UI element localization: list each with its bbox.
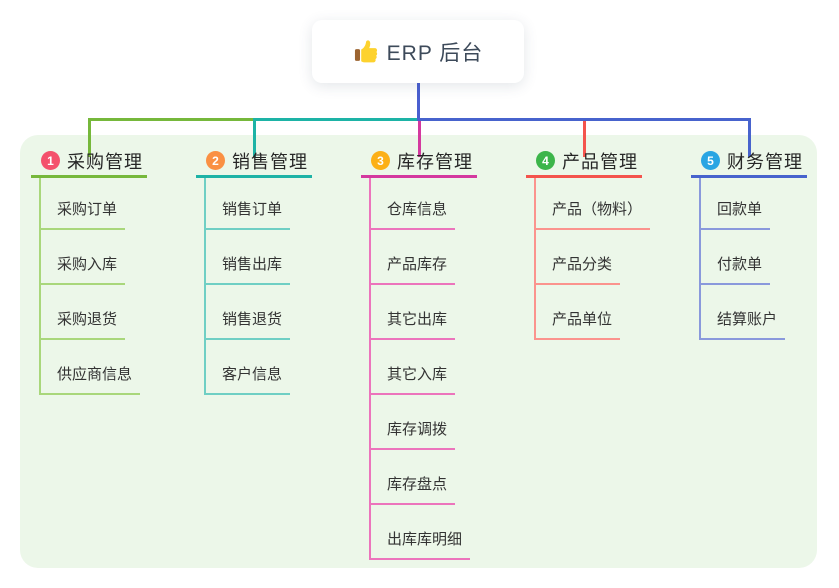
branch-underline (361, 175, 477, 178)
branch-label: 采购管理 (67, 151, 143, 172)
branch-node-5[interactable]: 5 财务管理 (691, 149, 807, 172)
root-node-label: ERP 后台 (386, 41, 484, 65)
branch-label: 产品管理 (562, 151, 638, 172)
branch-node-1[interactable]: 1 采购管理 (31, 149, 147, 172)
child-node[interactable]: 产品（物料） (536, 200, 651, 230)
child-node[interactable]: 采购订单 (41, 200, 126, 230)
branch-column-2: 2 销售管理销售订单销售出库销售退货客户信息 (196, 149, 312, 395)
branch-underline (196, 175, 312, 178)
branch-node-4[interactable]: 4 产品管理 (526, 149, 642, 172)
branch-number-badge: 5 (701, 151, 720, 170)
mindmap-root-node[interactable]: ERP 后台 (312, 20, 524, 83)
branch-label: 销售管理 (232, 151, 308, 172)
child-node[interactable]: 产品库存 (371, 255, 456, 285)
child-node[interactable]: 仓库信息 (371, 200, 456, 230)
branch-children-group: 仓库信息产品库存其它出库其它入库库存调拨库存盘点出库库明细 (369, 178, 477, 560)
connector-drop-4 (582, 121, 586, 157)
connector-horizontal-2 (252, 118, 420, 121)
mindmap-canvas-panel (20, 135, 817, 568)
branch-underline (526, 175, 642, 178)
branch-children-group: 产品（物料） 产品分类产品单位 (534, 178, 651, 340)
child-node[interactable]: 回款单 (701, 200, 771, 230)
child-node[interactable]: 客户信息 (206, 365, 291, 395)
child-node[interactable]: 付款单 (701, 255, 771, 285)
branch-column-1: 1 采购管理采购订单采购入库采购退货供应商信息 (31, 149, 147, 395)
branch-number-badge: 1 (41, 151, 60, 170)
child-node[interactable]: 销售出库 (206, 255, 291, 285)
connector-horizontal-5 (416, 118, 751, 121)
connector-drop-2 (252, 121, 256, 157)
child-node[interactable]: 供应商信息 (41, 365, 141, 395)
branch-children-group: 销售订单销售出库销售退货客户信息 (204, 178, 312, 395)
thumbs-up-icon (353, 39, 378, 64)
child-node[interactable]: 销售订单 (206, 200, 291, 230)
branch-node-3[interactable]: 3 库存管理 (361, 149, 477, 172)
branch-column-3: 3 库存管理仓库信息产品库存其它出库其它入库库存调拨库存盘点出库库明细 (361, 149, 477, 560)
child-node[interactable]: 采购退货 (41, 310, 126, 340)
branch-label: 财务管理 (727, 151, 803, 172)
child-node[interactable]: 库存盘点 (371, 475, 456, 505)
branch-label: 库存管理 (397, 151, 473, 172)
branch-children-group: 采购订单采购入库采购退货供应商信息 (39, 178, 147, 395)
branch-underline (31, 175, 147, 178)
child-node[interactable]: 库存调拨 (371, 420, 456, 450)
connector-drop-3 (417, 121, 421, 157)
branch-number-badge: 4 (536, 151, 555, 170)
connector-drop-5 (747, 121, 751, 157)
child-node[interactable]: 采购入库 (41, 255, 126, 285)
connector-drop-1 (87, 121, 91, 157)
branch-underline (691, 175, 807, 178)
child-node[interactable]: 产品单位 (536, 310, 621, 340)
branch-number-badge: 2 (206, 151, 225, 170)
child-node[interactable]: 结算账户 (701, 310, 786, 340)
connector-root-vertical (416, 83, 420, 121)
branch-column-4: 4 产品管理产品（物料） 产品分类产品单位 (526, 149, 651, 340)
branch-column-5: 5 财务管理回款单付款单结算账户 (691, 149, 807, 340)
child-node[interactable]: 其它入库 (371, 365, 456, 395)
child-node[interactable]: 销售退货 (206, 310, 291, 340)
branch-node-2[interactable]: 2 销售管理 (196, 149, 312, 172)
branch-children-group: 回款单付款单结算账户 (699, 178, 807, 340)
child-node[interactable]: 其它出库 (371, 310, 456, 340)
branch-number-badge: 3 (371, 151, 390, 170)
child-node[interactable]: 产品分类 (536, 255, 621, 285)
child-node[interactable]: 出库库明细 (371, 530, 471, 560)
